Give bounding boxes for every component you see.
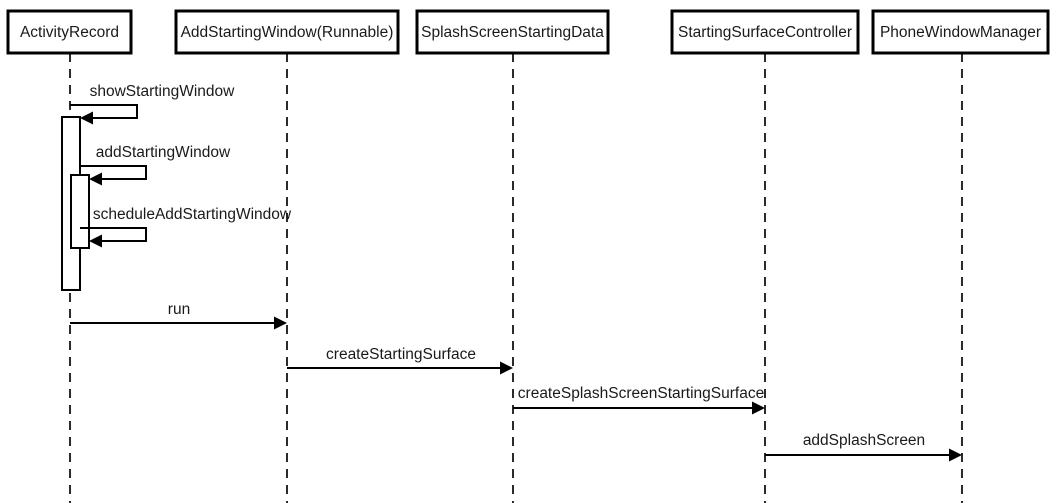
participant-label-starting-surface-controller: StartingSurfaceController [678,24,852,41]
participant-starting-surface-controller[interactable]: StartingSurfaceController [670,9,860,55]
participant-label-activity-record: ActivityRecord [20,24,119,41]
participant-splash-screen-starting-data[interactable]: SplashScreenStartingData [415,9,610,55]
activations-group [61,116,90,291]
message-label-msg-create-starting-surface: createStartingSurface [326,346,476,363]
participant-box-activity-record[interactable] [6,9,133,55]
participant-activity-record[interactable]: ActivityRecord [6,9,133,55]
arrowhead-msg-add-starting-window [89,172,102,186]
message-msg-schedule-add-starting-window[interactable]: scheduleAddStartingWindow [80,206,292,248]
arrowhead-msg-run [274,316,287,330]
message-msg-add-starting-window[interactable]: addStartingWindow [80,144,231,186]
arrowhead-msg-create-splash-screen-starting-surface [752,401,765,415]
message-msg-create-splash-screen-starting-surface[interactable]: createSplashScreenStartingSurface [513,385,765,415]
message-label-msg-show-starting-window: showStartingWindow [90,83,236,100]
message-path-msg-show-starting-window [70,104,138,119]
messages-group: showStartingWindow addStartingWindow sched… [70,83,962,462]
message-label-msg-add-splash-screen: addSplashScreen [803,432,925,449]
participant-label-splash-screen-starting-data: SplashScreenStartingData [421,24,604,41]
participant-label-phone-window-manager: PhoneWindowManager [880,24,1041,41]
activation-bar-activity-record [70,174,90,249]
arrowhead-msg-add-splash-screen [949,448,962,462]
message-label-msg-run: run [168,301,190,318]
message-msg-show-starting-window[interactable]: showStartingWindow [70,83,235,125]
message-label-msg-schedule-add-starting-window: scheduleAddStartingWindow [93,206,292,223]
message-label-msg-add-starting-window: addStartingWindow [96,144,231,161]
message-msg-create-starting-surface[interactable]: createStartingSurface [287,346,513,375]
arrowhead-msg-create-starting-surface [500,361,513,375]
participant-box-add-starting-window-runnable[interactable] [174,9,400,55]
participant-box-splash-screen-starting-data[interactable] [415,9,610,55]
message-path-msg-schedule-add-starting-window [80,227,147,242]
participant-label-add-starting-window-runnable: AddStartingWindow(Runnable) [181,24,394,41]
arrowhead-msg-show-starting-window [80,111,93,125]
participant-phone-window-manager[interactable]: PhoneWindowManager [871,9,1050,55]
participants-group: ActivityRecord AddStartingWindow(Runnable… [6,9,1050,55]
message-msg-add-splash-screen[interactable]: addSplashScreen [765,432,962,462]
participant-add-starting-window-runnable[interactable]: AddStartingWindow(Runnable) [174,9,400,55]
message-path-msg-add-starting-window [80,165,147,180]
arrowhead-msg-schedule-add-starting-window [89,234,102,248]
message-label-msg-create-splash-screen-starting-surface: createSplashScreenStartingSurface [518,385,764,402]
message-msg-run[interactable]: run [70,301,287,330]
participant-box-phone-window-manager[interactable] [871,9,1050,55]
participant-box-starting-surface-controller[interactable] [670,9,860,55]
